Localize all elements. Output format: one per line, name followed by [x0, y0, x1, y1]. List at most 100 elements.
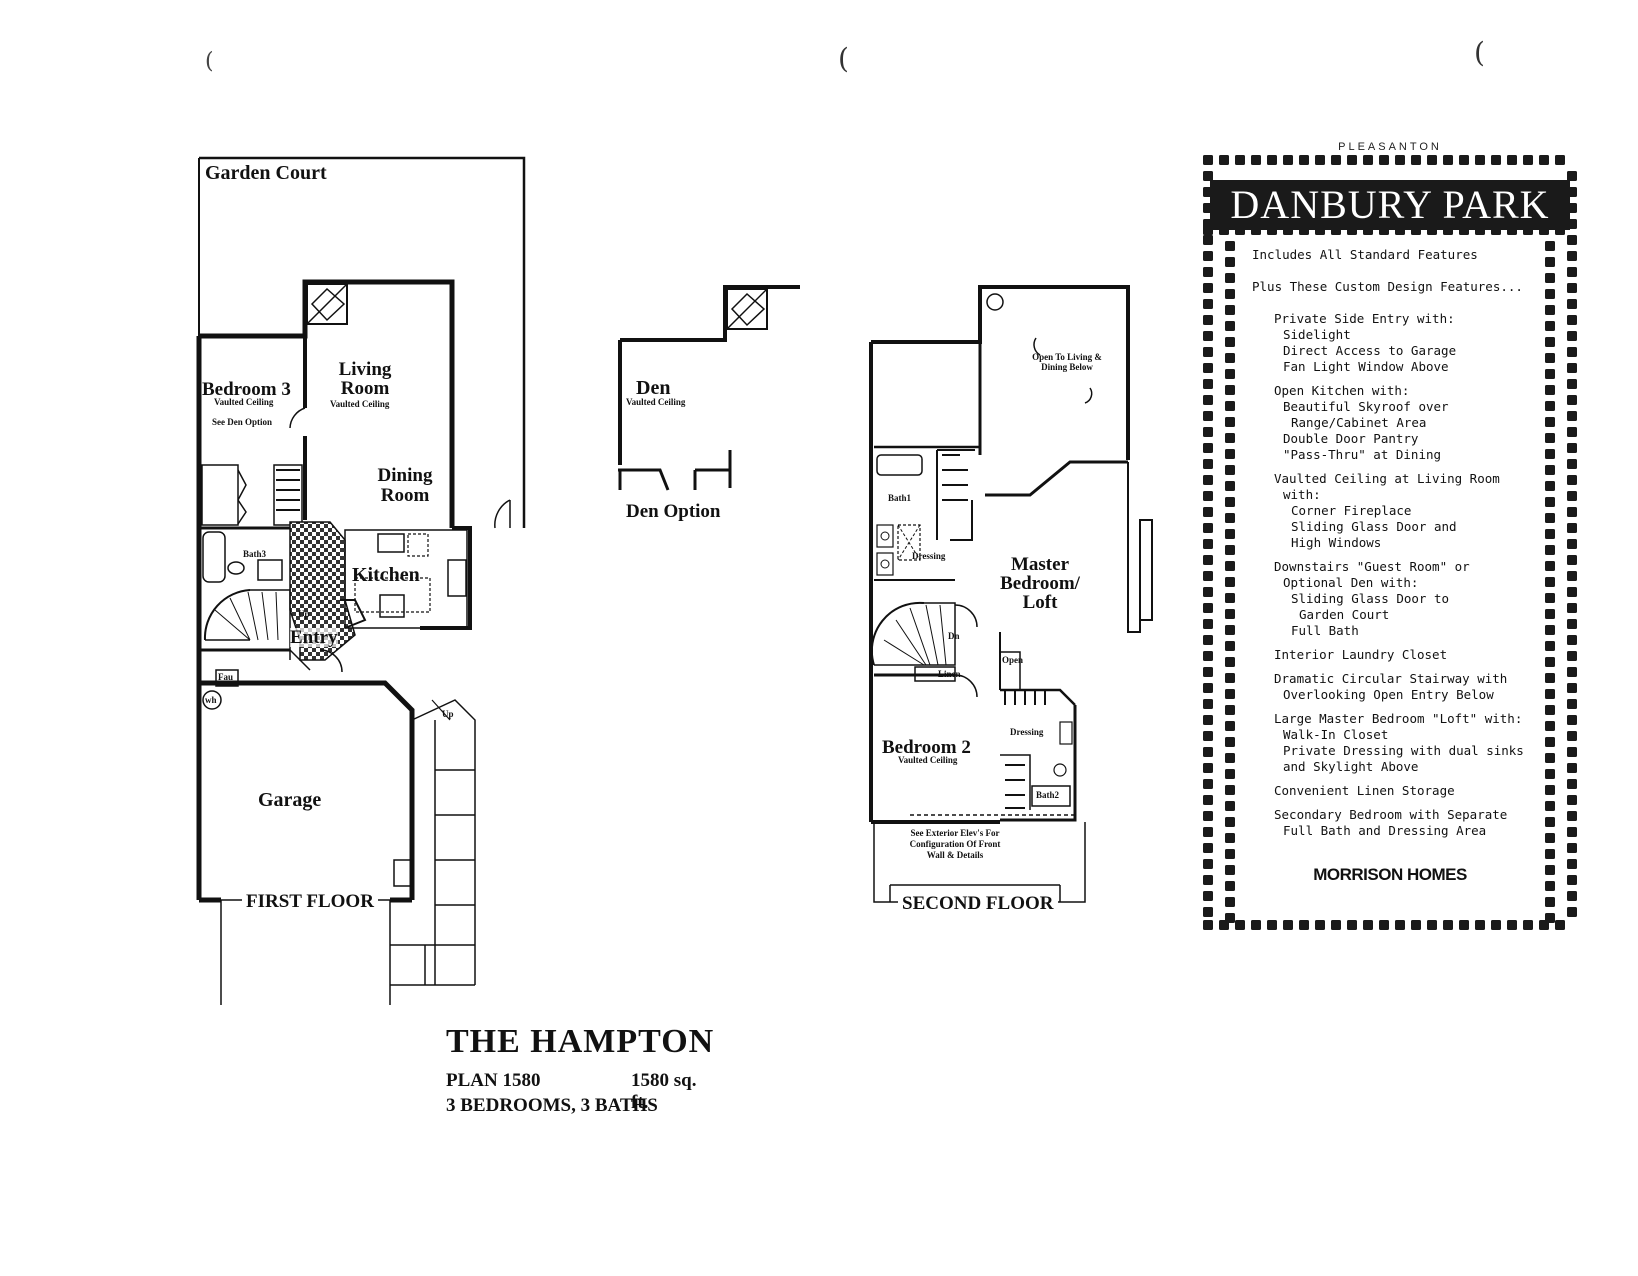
- feature-subitem: Beautiful Skyroof over: [1283, 399, 1449, 414]
- border-square: [1225, 561, 1235, 571]
- svg-text:(: (: [838, 42, 849, 75]
- border-square: [1225, 897, 1235, 907]
- border-square: [1267, 920, 1277, 930]
- border-square: [1567, 443, 1577, 453]
- border-square: [1203, 747, 1213, 757]
- border-square: [1225, 801, 1235, 811]
- border-square: [1203, 331, 1213, 341]
- border-square: [1203, 523, 1213, 533]
- border-square: [1545, 465, 1555, 475]
- border-square: [1251, 155, 1261, 165]
- border-square: [1225, 769, 1235, 779]
- border-square: [1225, 657, 1235, 667]
- border-square: [1203, 763, 1213, 773]
- border-square: [1567, 331, 1577, 341]
- border-square: [1567, 875, 1577, 885]
- border-square: [1379, 920, 1389, 930]
- border-square: [1225, 593, 1235, 603]
- border-square: [1545, 753, 1555, 763]
- border-square: [1315, 155, 1325, 165]
- feature-subitem: Garden Court: [1299, 607, 1390, 622]
- border-square: [1567, 491, 1577, 501]
- den-option-label: Den Option: [626, 501, 721, 522]
- feature-subitem: Private Dressing with dual sinks: [1283, 743, 1524, 758]
- see-den-option-note: See Den Option: [212, 417, 273, 427]
- border-square: [1545, 545, 1555, 555]
- water-heater-label: wh: [205, 695, 217, 705]
- den-option-plan: [618, 285, 800, 491]
- border-square: [1545, 529, 1555, 539]
- svg-text:(: (: [1474, 36, 1485, 69]
- border-square: [1567, 779, 1577, 789]
- border-square: [1567, 571, 1577, 581]
- plan-number: PLAN 1580: [446, 1070, 541, 1091]
- bedroom2-note: Vaulted Ceiling: [898, 755, 958, 765]
- feature-subitem: High Windows: [1291, 535, 1382, 550]
- garage-label: Garage: [258, 789, 322, 811]
- border-square: [1331, 920, 1341, 930]
- border-square: [1545, 657, 1555, 667]
- plan-square-footage: 1580 sq. ft.: [631, 1070, 697, 1113]
- builder-brand: MORRISON HOMES: [1313, 865, 1467, 884]
- border-square: [1203, 779, 1213, 789]
- border-square: [1567, 731, 1577, 741]
- border-square: [1567, 411, 1577, 421]
- border-square: [1567, 347, 1577, 357]
- border-square: [1395, 920, 1405, 930]
- border-square: [1545, 721, 1555, 731]
- border-square: [1567, 827, 1577, 837]
- border-square: [1203, 619, 1213, 629]
- stair-down-label: Dn: [948, 631, 960, 641]
- border-square: [1203, 827, 1213, 837]
- border-square: [1203, 427, 1213, 437]
- border-square: [1545, 417, 1555, 427]
- border-square: [1545, 369, 1555, 379]
- border-square: [1299, 155, 1309, 165]
- feature-group: Large Master Bedroom "Loft" with: Walk-I…: [1274, 711, 1552, 775]
- border-square: [1235, 155, 1245, 165]
- border-square: [1567, 811, 1577, 821]
- border-square: [1203, 235, 1213, 245]
- border-square: [1459, 155, 1469, 165]
- border-square: [1363, 920, 1373, 930]
- border-square: [1395, 155, 1405, 165]
- border-square: [1545, 401, 1555, 411]
- border-square: [1545, 257, 1555, 267]
- dressing1-label: Dressing: [912, 551, 946, 561]
- border-square: [1545, 705, 1555, 715]
- border-square: [1411, 920, 1421, 930]
- kitchen-label: Kitchen: [352, 564, 420, 586]
- feature-subitem: Optional Den with:: [1283, 575, 1419, 590]
- feature-item: Private Side Entry with:: [1274, 311, 1455, 326]
- border-square: [1567, 235, 1577, 245]
- border-square: [1203, 315, 1213, 325]
- dining-room-label: Dining Room: [377, 465, 433, 506]
- feature-subitem: Sliding Glass Door to: [1291, 591, 1450, 606]
- border-square: [1331, 155, 1341, 165]
- border-square: [1203, 363, 1213, 373]
- border-square: [1225, 401, 1235, 411]
- feature-subitem: Fan Light Window Above: [1283, 359, 1449, 374]
- entry-stair-up-label: Up: [298, 609, 310, 619]
- border-square: [1567, 363, 1577, 373]
- feature-group: Downstairs "Guest Room" or Optional Den …: [1274, 559, 1552, 639]
- border-square: [1225, 497, 1235, 507]
- border-square: [1545, 769, 1555, 779]
- border-square: [1203, 251, 1213, 261]
- border-square: [1567, 843, 1577, 853]
- community-city-banner: PLEASANTON: [1320, 131, 1460, 161]
- border-square: [1523, 155, 1533, 165]
- svg-text:(: (: [205, 49, 214, 74]
- border-square: [1567, 635, 1577, 645]
- border-square: [1203, 875, 1213, 885]
- border-square: [1545, 689, 1555, 699]
- border-square: [1203, 171, 1213, 181]
- border-square: [1283, 920, 1293, 930]
- border-square: [1567, 587, 1577, 597]
- feature-subitem: with:: [1283, 487, 1321, 502]
- border-square: [1203, 267, 1213, 277]
- border-square: [1203, 379, 1213, 389]
- border-square: [1545, 321, 1555, 331]
- border-square: [1567, 171, 1577, 181]
